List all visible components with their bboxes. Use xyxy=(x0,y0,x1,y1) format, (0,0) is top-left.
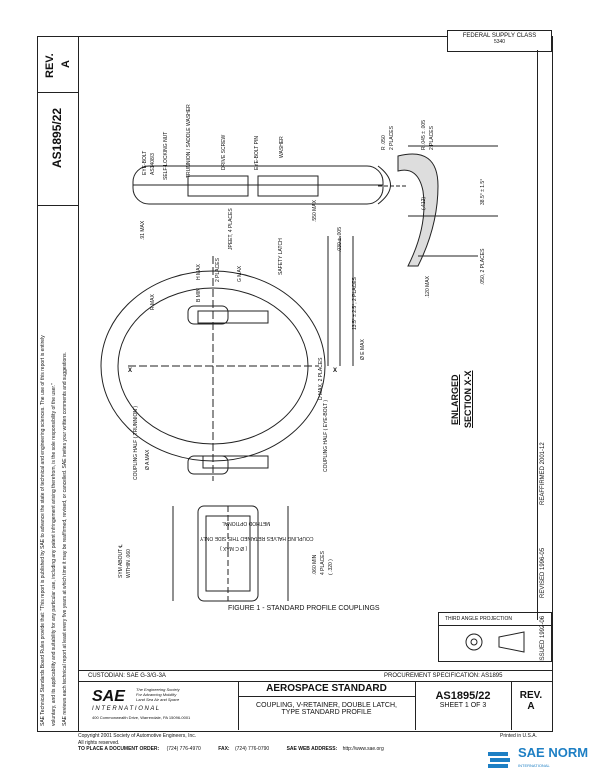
callout-e-max: Ø E MAX xyxy=(360,339,366,360)
order-line: TO PLACE A DOCUMENT ORDER: (724) 776-497… xyxy=(78,746,384,752)
custodian: CUSTODIAN: SAE G-3/G-3A xyxy=(88,673,166,679)
callout-a-max: Ø A MAX xyxy=(145,449,151,470)
callout-washer: WASHER xyxy=(279,136,285,158)
printed-in: Printed in U.S.A. xyxy=(500,733,537,739)
callout-coupling-half-trunnion: COUPLING HALF ( TRUNNION ) xyxy=(133,405,139,480)
callout-dim-r050: R .050 xyxy=(381,135,387,150)
x-marker-right: X xyxy=(333,368,338,374)
callout-eye-bolt: EYE-BOLT xyxy=(142,150,148,175)
callout-dim-385: 38.5° ± 1.5° xyxy=(480,178,486,205)
sae-logo: SAE xyxy=(92,688,125,705)
description-line-2: TYPE STANDARD PROFILE xyxy=(281,709,372,716)
callout-dim-050-places: .050, 2 PLACES xyxy=(480,248,486,285)
third-angle-projection-box: THIRD ANGLE PROJECTION xyxy=(438,612,552,662)
federal-supply-class-value: 5340 xyxy=(493,39,506,45)
sheet-number: SHEET 1 OF 3 xyxy=(439,702,487,709)
left-strip-divider-1 xyxy=(37,92,78,93)
third-angle-symbol-icon xyxy=(465,631,525,653)
sae-norm-text: SAE NORM xyxy=(518,745,589,760)
callout-eye-bolt-pin: EYE-BOLT PIN xyxy=(254,136,260,170)
callout-trunnion-saddle-washer: TRUNNION / SADDLE WASHER xyxy=(186,104,192,178)
copyright: Copyright 2001 Society of Automotive Eng… xyxy=(78,733,197,739)
disclaimer-line-1: SAE Technical Standards Board Rules prov… xyxy=(40,335,46,726)
callout-safety-latch: SAFETY LATCH xyxy=(278,238,284,275)
description-line-1: COUPLING, V-RETAINER, DOUBLE LATCH, xyxy=(256,702,397,709)
callout-c-max: ( Ø C MAX ) xyxy=(220,545,248,551)
sae-norm-mark-icon xyxy=(488,752,510,768)
left-strip-divider-2 xyxy=(37,205,78,206)
sae-norm-watermark: SAE NORM INTERNATIONAL xyxy=(486,742,598,774)
sae-tagline-1: The Engineering Society xyxy=(136,687,180,692)
disclaimer-line-2: voluntary, and its applicability and sui… xyxy=(51,383,57,726)
sae-tagline-3: Land Sea Air and Space xyxy=(136,697,180,702)
callout-jpeet-places: JPEET, 4 PLACES xyxy=(228,208,234,250)
doc-number-cell: AS1895/22 SHEET 1 OF 3 xyxy=(415,681,512,730)
callout-dim-r045: R .045 ± .005 xyxy=(421,120,427,150)
callout-dim-030: .030 ± .005 xyxy=(337,227,343,252)
callout-dim-r050-places: 2 PLACES xyxy=(389,126,395,150)
rev-label-vertical: REV. xyxy=(44,53,56,78)
callout-dim-060-min: .060 MIN xyxy=(312,554,318,575)
sae-norm-sub: INTERNATIONAL xyxy=(518,763,550,768)
callout-sym-about: SYM ABOUT ℄ xyxy=(118,544,124,578)
callout-two-places: 2 PLACES xyxy=(215,258,221,282)
title-block-top-divider xyxy=(78,681,552,682)
callout-dim-4-places: 4 PLACES xyxy=(320,551,326,575)
standard-title-cell: AEROSPACE STANDARD COUPLING, V-RETAINER,… xyxy=(238,681,416,730)
rights: All rights reserved. xyxy=(78,740,120,746)
callout-dim-120-max: .120 MAX xyxy=(425,276,431,298)
sae-logo-cell: SAE The Engineering Society For Advancin… xyxy=(78,681,239,730)
fax-value: (724) 776-0790 xyxy=(234,746,270,752)
callout-d-max: D MAX, 2 PLACES xyxy=(318,357,324,400)
callout-self-locking-nut: SELF-LOCKING NUT xyxy=(163,131,169,180)
third-angle-label: THIRD ANGLE PROJECTION xyxy=(439,613,551,626)
revised-date: REVISED 1996-05 xyxy=(540,547,546,598)
callout-sym-within: WITHIN .060 xyxy=(126,549,132,578)
rev-value: A xyxy=(527,701,535,712)
callout-r-max: R MAX xyxy=(150,294,156,310)
section-label-enlarged: ENLARGED xyxy=(450,374,460,425)
right-dates-divider xyxy=(537,50,538,620)
callout-dim-91: .91 MAX xyxy=(140,220,146,240)
engineering-drawing xyxy=(100,145,498,602)
callout-b-min: B MIN xyxy=(196,288,202,302)
rev-value-vertical: A xyxy=(60,60,72,68)
web-value[interactable]: http://www.sae.org xyxy=(342,746,384,752)
left-strip xyxy=(37,36,79,732)
title-block xyxy=(78,670,553,732)
callout-dim-angle: 13.5° ± 2.5°, 2 PLACES xyxy=(352,277,358,330)
rev-label: REV. xyxy=(519,690,543,701)
callout-retained-note: COUPLING HALVES RETAINED THIS SIDE ONLY xyxy=(200,535,314,541)
section-profile xyxy=(397,153,439,267)
standard-title: AEROSPACE STANDARD xyxy=(238,681,415,697)
federal-supply-class-label: FEDERAL SUPPLY CLASS xyxy=(462,33,537,39)
doc-number: AS1895/22 xyxy=(435,690,491,702)
sae-international: I N T E R N A T I O N A L xyxy=(92,706,160,712)
rev-cell: REV. A xyxy=(511,681,551,730)
procurement-specification: PROCUREMENT SPECIFICATION: AS1895 xyxy=(384,673,503,679)
callout-dim-r045-places: 2 PLACES xyxy=(429,126,435,150)
sae-address: 400 Commonwealth Drive, Warrendale, PA 1… xyxy=(92,715,191,720)
callout-h-max: H MAX xyxy=(196,264,202,280)
doc-number-vertical: AS1895/22 xyxy=(50,107,64,168)
callout-dim-412: (.412) xyxy=(421,196,427,210)
callout-g-max: G MAX xyxy=(237,265,243,282)
sae-tagline-2: For Advancing Mobility xyxy=(136,692,177,697)
section-label-xx: SECTION X-X xyxy=(463,370,473,428)
callout-dim-550-max: .550 MAX xyxy=(312,200,318,222)
figure-caption: FIGURE 1 - STANDARD PROFILE COUPLINGS xyxy=(228,605,380,612)
web-label: SAE WEB ADDRESS: xyxy=(286,746,338,752)
federal-supply-class-box: FEDERAL SUPPLY CLASS 5340 xyxy=(447,30,552,52)
order-label: TO PLACE A DOCUMENT ORDER: xyxy=(78,746,160,752)
x-marker-left: X xyxy=(128,368,133,374)
callout-coupling-half-eyebolt: COUPLING HALF ( EYE-BOLT ) xyxy=(323,399,329,472)
callout-drive-screw: DRIVE SCREW xyxy=(221,134,227,170)
reaffirmed-date: REAFFIRMED 2001-12 xyxy=(540,442,546,505)
callout-dim-320: ( .320 ) xyxy=(328,559,334,575)
fax-label: FAX: xyxy=(218,746,230,752)
callout-eye-bolt-spec: AS1408/3 xyxy=(150,153,156,175)
order-phone: (724) 776-4970 xyxy=(166,746,201,752)
disclaimer-line-3: SAE reviews each technical report at lea… xyxy=(62,352,68,726)
callout-method-optional: METHOD OPTIONAL xyxy=(222,520,271,526)
